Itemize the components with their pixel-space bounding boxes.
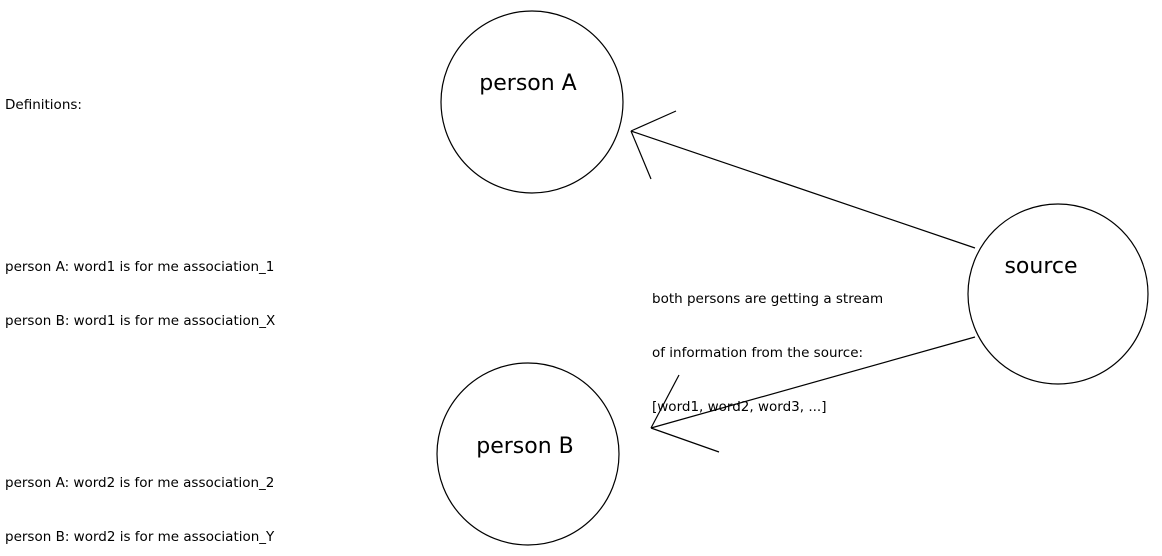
definitions-heading: Definitions: bbox=[5, 97, 82, 113]
arrowhead-person-b-upper-barb bbox=[650, 374, 680, 429]
stream-annotation-line-2: of information from the source: bbox=[652, 345, 864, 361]
node-person-b-label: person B bbox=[476, 434, 574, 459]
definition-pair-1: person A: word1 is for me association_1 … bbox=[5, 222, 425, 366]
node-person-b-circle[interactable] bbox=[436, 362, 620, 546]
arrowhead-person-a-upper-barb bbox=[630, 110, 677, 132]
stream-annotation-line-1: both persons are getting a stream bbox=[652, 291, 884, 307]
definitions-heading-block: Definitions: bbox=[5, 60, 425, 150]
arrowhead-person-a-lower-barb bbox=[630, 130, 652, 180]
edge-source-to-person-b[interactable] bbox=[650, 336, 976, 429]
node-source-circle[interactable] bbox=[967, 203, 1149, 385]
stream-annotation-line-3: [word1, word2, word3, ...] bbox=[652, 399, 827, 415]
definition-pair-2-person-a: person A: word2 is for me association_2 bbox=[5, 475, 275, 491]
definitions-text-block: Definitions: person A: word1 is for me a… bbox=[5, 6, 425, 556]
definition-pair-2-person-b: person B: word2 is for me association_Y bbox=[5, 529, 275, 545]
stream-annotation: both persons are getting a stream of inf… bbox=[652, 254, 883, 452]
arrowhead-person-b-lower-barb bbox=[650, 427, 720, 453]
edge-source-to-person-a[interactable] bbox=[630, 130, 976, 249]
node-person-a-circle[interactable] bbox=[440, 10, 624, 194]
definition-pair-2: person A: word2 is for me association_2 … bbox=[5, 438, 425, 556]
definition-pair-1-person-b: person B: word1 is for me association_X bbox=[5, 313, 276, 329]
node-source-label: source bbox=[1004, 254, 1078, 279]
node-person-a-label: person A bbox=[479, 71, 577, 96]
definition-pair-1-person-a: person A: word1 is for me association_1 bbox=[5, 259, 275, 275]
